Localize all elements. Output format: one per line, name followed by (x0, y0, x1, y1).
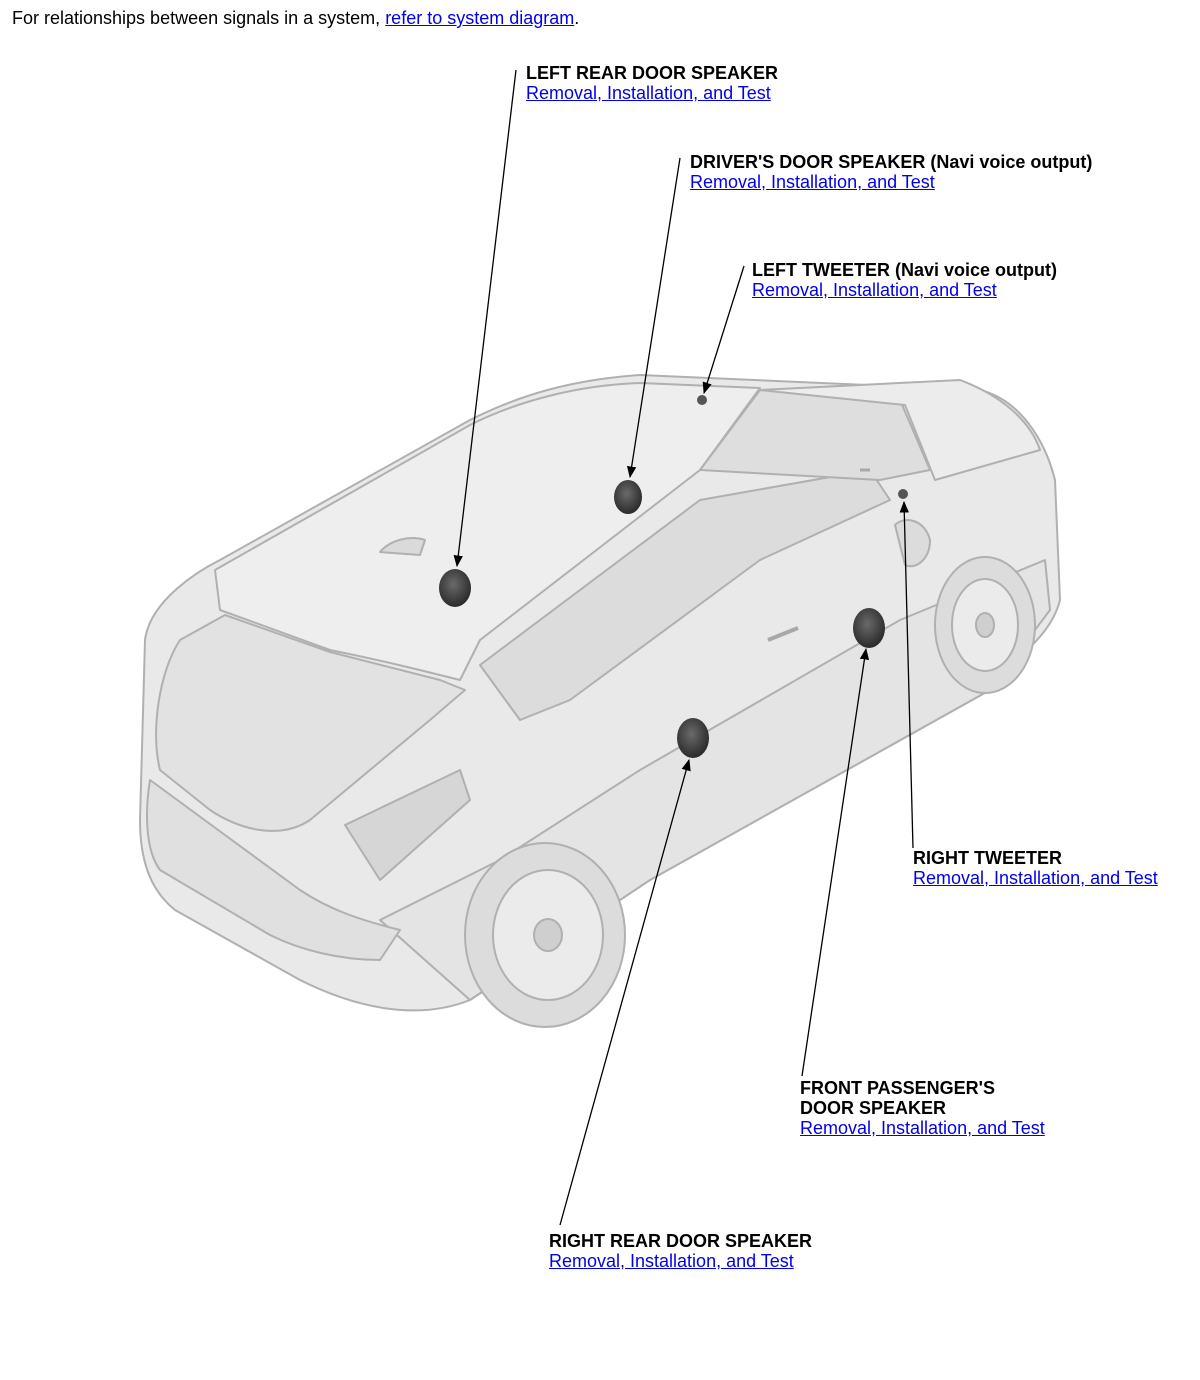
front-passengers-door-speaker-icon (853, 608, 885, 648)
callout-left-tweeter: LEFT TWEETER (Navi voice output) Removal… (752, 260, 1057, 300)
removal-installation-test-link[interactable]: Removal, Installation, and Test (549, 1251, 794, 1271)
callout-front-passengers-door-speaker: FRONT PASSENGER'S DOOR SPEAKER Removal, … (800, 1078, 1045, 1138)
system-diagram-link[interactable]: refer to system diagram (385, 8, 575, 28)
callout-left-rear-door-speaker: LEFT REAR DOOR SPEAKER Removal, Installa… (526, 63, 778, 103)
leader-lines (453, 69, 914, 1226)
removal-installation-test-link[interactable]: Removal, Installation, and Test (752, 280, 997, 300)
left-rear-door-speaker-leader (453, 69, 517, 568)
callout-right-tweeter: RIGHT TWEETER Removal, Installation, and… (913, 848, 1158, 888)
right-tweeter-icon (898, 489, 908, 499)
callout-title: DRIVER'S DOOR SPEAKER (Navi voice output… (690, 152, 1093, 172)
callout-drivers-door-speaker: DRIVER'S DOOR SPEAKER (Navi voice output… (690, 152, 1092, 192)
drivers-door-speaker-leader (627, 157, 681, 479)
callout-title: LEFT TWEETER (Navi voice output) (752, 260, 1057, 280)
removal-installation-test-link[interactable]: Removal, Installation, and Test (800, 1118, 1045, 1138)
left-rear-door-speaker-icon (439, 569, 471, 607)
right-rear-door-speaker-leader (559, 758, 691, 1226)
right-tweeter-leader (899, 500, 914, 849)
intro-text: For relationships between signals in a s… (12, 8, 579, 29)
drivers-door-speaker-icon (614, 480, 642, 514)
intro-suffix: . (574, 8, 580, 28)
removal-installation-test-link[interactable]: Removal, Installation, and Test (526, 83, 771, 103)
right-rear-door-speaker-icon (677, 718, 709, 758)
callout-title: LEFT REAR DOOR SPEAKER (526, 63, 779, 83)
intro-prefix: For relationships between signals in a s… (12, 8, 386, 28)
callout-right-rear-door-speaker: RIGHT REAR DOOR SPEAKER Removal, Install… (549, 1231, 812, 1271)
callout-title: RIGHT REAR DOOR SPEAKER (549, 1231, 813, 1251)
car-illustration (139, 374, 1061, 1028)
removal-installation-test-link[interactable]: Removal, Installation, and Test (690, 172, 935, 192)
front-passengers-door-speaker-leader (801, 647, 870, 1077)
left-tweeter-leader (702, 265, 745, 395)
speaker-markers (439, 395, 908, 758)
callout-title-line2: DOOR SPEAKER (800, 1098, 947, 1118)
left-tweeter-icon (697, 395, 707, 405)
removal-installation-test-link[interactable]: Removal, Installation, and Test (913, 868, 1158, 888)
callout-title: RIGHT TWEETER (913, 848, 1062, 868)
callout-title: FRONT PASSENGER'S (800, 1078, 995, 1098)
